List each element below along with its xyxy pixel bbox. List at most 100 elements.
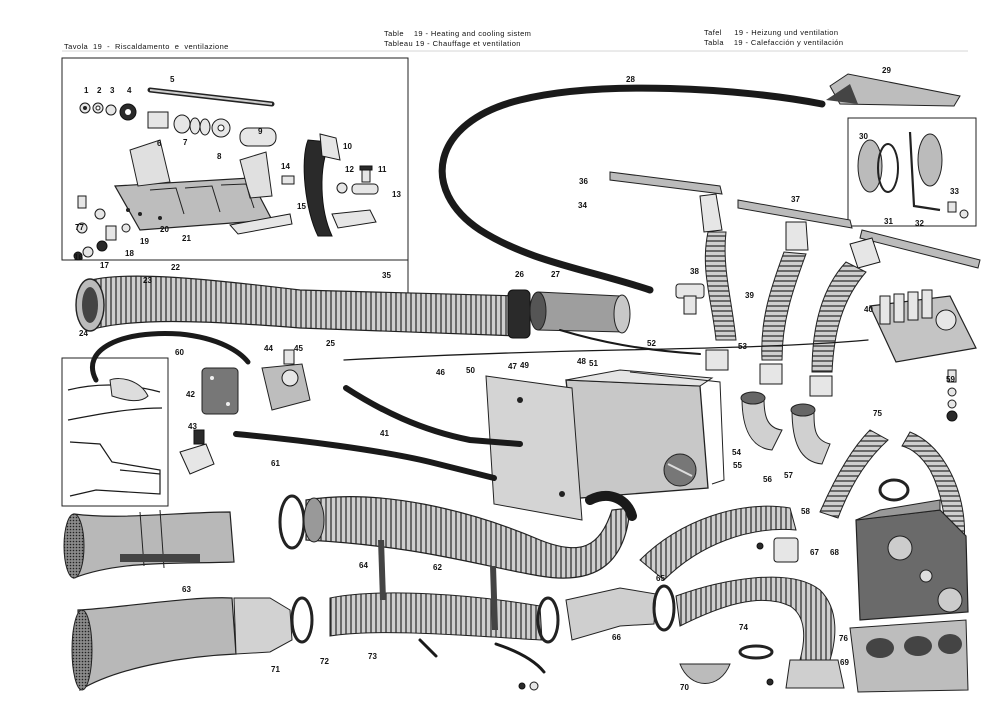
part-callout-39: 39 bbox=[745, 291, 754, 300]
hose-75a bbox=[819, 429, 889, 519]
heater-tap-plate-42 bbox=[201, 367, 239, 415]
part-callout-40: 40 bbox=[864, 305, 873, 314]
heater-radiator-box bbox=[565, 369, 725, 499]
part-callout-70: 70 bbox=[680, 683, 689, 692]
vent-flaps-inset bbox=[857, 131, 969, 219]
part-callout-23: 23 bbox=[143, 276, 152, 285]
part-callout-51: 51 bbox=[589, 359, 598, 368]
duct-66 bbox=[565, 587, 657, 641]
control-cable bbox=[343, 339, 869, 361]
part-callout-19: 19 bbox=[140, 237, 149, 246]
part-callout-20: 20 bbox=[160, 225, 169, 234]
inset-box-right bbox=[847, 117, 977, 227]
part-callout-29: 29 bbox=[882, 66, 891, 75]
part-callout-71: 71 bbox=[271, 665, 280, 674]
tee-connector-38-stem bbox=[683, 295, 697, 315]
clip-67 bbox=[773, 537, 799, 563]
hose-52 bbox=[559, 329, 701, 355]
long-heater-hose-highlight bbox=[441, 87, 823, 291]
part-callout-5: 5 bbox=[170, 75, 175, 84]
part-callout-72: 72 bbox=[320, 657, 329, 666]
part-callout-53: 53 bbox=[738, 342, 747, 351]
washer-36-bottom bbox=[529, 681, 539, 691]
part-callout-4: 4 bbox=[127, 86, 132, 95]
hose-26-upper bbox=[585, 491, 637, 521]
hose-58 bbox=[639, 505, 797, 581]
mounting-plate-48 bbox=[485, 375, 583, 521]
bracket-lower-left bbox=[418, 638, 438, 658]
part-callout-15: 15 bbox=[297, 202, 306, 211]
duct-hose-39a bbox=[704, 231, 737, 341]
hose-60 bbox=[90, 330, 251, 383]
part-callout-7: 7 bbox=[183, 138, 188, 147]
part-callout-11: 11 bbox=[378, 165, 387, 174]
part-callout-3: 3 bbox=[110, 86, 115, 95]
part-callout-59: 59 bbox=[946, 375, 955, 384]
bracket-64b bbox=[490, 566, 498, 630]
duct-hose-39c bbox=[811, 261, 867, 373]
part-callout-8: 8 bbox=[217, 152, 222, 161]
control-valve-block bbox=[869, 289, 977, 363]
part-callout-22: 22 bbox=[171, 263, 180, 272]
part-callout-46: 46 bbox=[436, 368, 445, 377]
header-spanish: Tabla 19 - Calefacción y ventilación bbox=[704, 38, 844, 47]
heater-bracket bbox=[114, 139, 293, 235]
part-callout-35: 35 bbox=[382, 271, 391, 280]
screw-bolts-left bbox=[73, 165, 379, 261]
part-callout-69: 69 bbox=[840, 658, 849, 667]
hose-41 bbox=[343, 385, 523, 447]
screw-47-bottom bbox=[766, 678, 774, 686]
heater-pedal bbox=[303, 133, 377, 237]
part-callout-1: 1 bbox=[84, 86, 89, 95]
part-callout-27: 27 bbox=[551, 270, 560, 279]
part-callout-74: 74 bbox=[739, 623, 748, 632]
part-callout-26: 26 bbox=[515, 270, 524, 279]
air-intake-funnel-71 bbox=[71, 596, 314, 692]
valve-43 bbox=[179, 429, 215, 475]
part-callout-33: 33 bbox=[950, 187, 959, 196]
long-heater-hose bbox=[438, 84, 826, 294]
part-callout-55: 55 bbox=[733, 461, 742, 470]
part-callout-58: 58 bbox=[801, 507, 810, 516]
outlet-grille-76 bbox=[849, 619, 969, 693]
clamp-72-upper bbox=[878, 478, 910, 502]
outlet-69 bbox=[785, 659, 845, 689]
part-callout-62: 62 bbox=[433, 563, 442, 572]
part-callout-61: 61 bbox=[271, 459, 280, 468]
part-callout-21: 21 bbox=[182, 234, 191, 243]
part-callout-16: 16 bbox=[74, 253, 83, 262]
inset-box-detail bbox=[61, 357, 169, 507]
header-english: Table 19 - Heating and cooling sistem bbox=[384, 29, 532, 38]
hose-74 bbox=[675, 576, 836, 661]
installation-detail bbox=[67, 378, 163, 497]
bracket-bottom bbox=[494, 642, 546, 674]
part-callout-34: 34 bbox=[578, 201, 587, 210]
part-callout-43: 43 bbox=[188, 422, 197, 431]
part-callout-60: 60 bbox=[175, 348, 184, 357]
cover-70 bbox=[679, 663, 731, 684]
hose-clamp-27 bbox=[529, 291, 631, 334]
part-callout-64: 64 bbox=[359, 561, 368, 570]
part-callout-30: 30 bbox=[859, 132, 868, 141]
part-callout-65: 65 bbox=[656, 574, 665, 583]
header-italian: Tavola 19 - Riscaldamento e ventilazione bbox=[64, 42, 229, 51]
part-callout-37: 37 bbox=[791, 195, 800, 204]
clamp-26-lower bbox=[278, 494, 306, 550]
part-callout-10: 10 bbox=[343, 142, 352, 151]
small-hardware-row bbox=[79, 87, 277, 147]
hose-61 bbox=[233, 431, 497, 481]
part-callout-2: 2 bbox=[97, 86, 102, 95]
part-callout-52: 52 bbox=[647, 339, 656, 348]
hose-62-end bbox=[303, 497, 325, 543]
part-callout-66: 66 bbox=[612, 633, 621, 642]
part-callout-45: 45 bbox=[294, 344, 303, 353]
bracket-64a bbox=[378, 540, 386, 600]
main-corrugated-hose bbox=[75, 275, 531, 339]
hose-73 bbox=[329, 592, 543, 641]
part-callout-24: 24 bbox=[79, 329, 88, 338]
part-callout-75: 75 bbox=[873, 409, 882, 418]
air-intake-funnel-63 bbox=[63, 509, 235, 579]
header-french: Tableau 19 - Chauffage et ventilation bbox=[384, 39, 521, 48]
